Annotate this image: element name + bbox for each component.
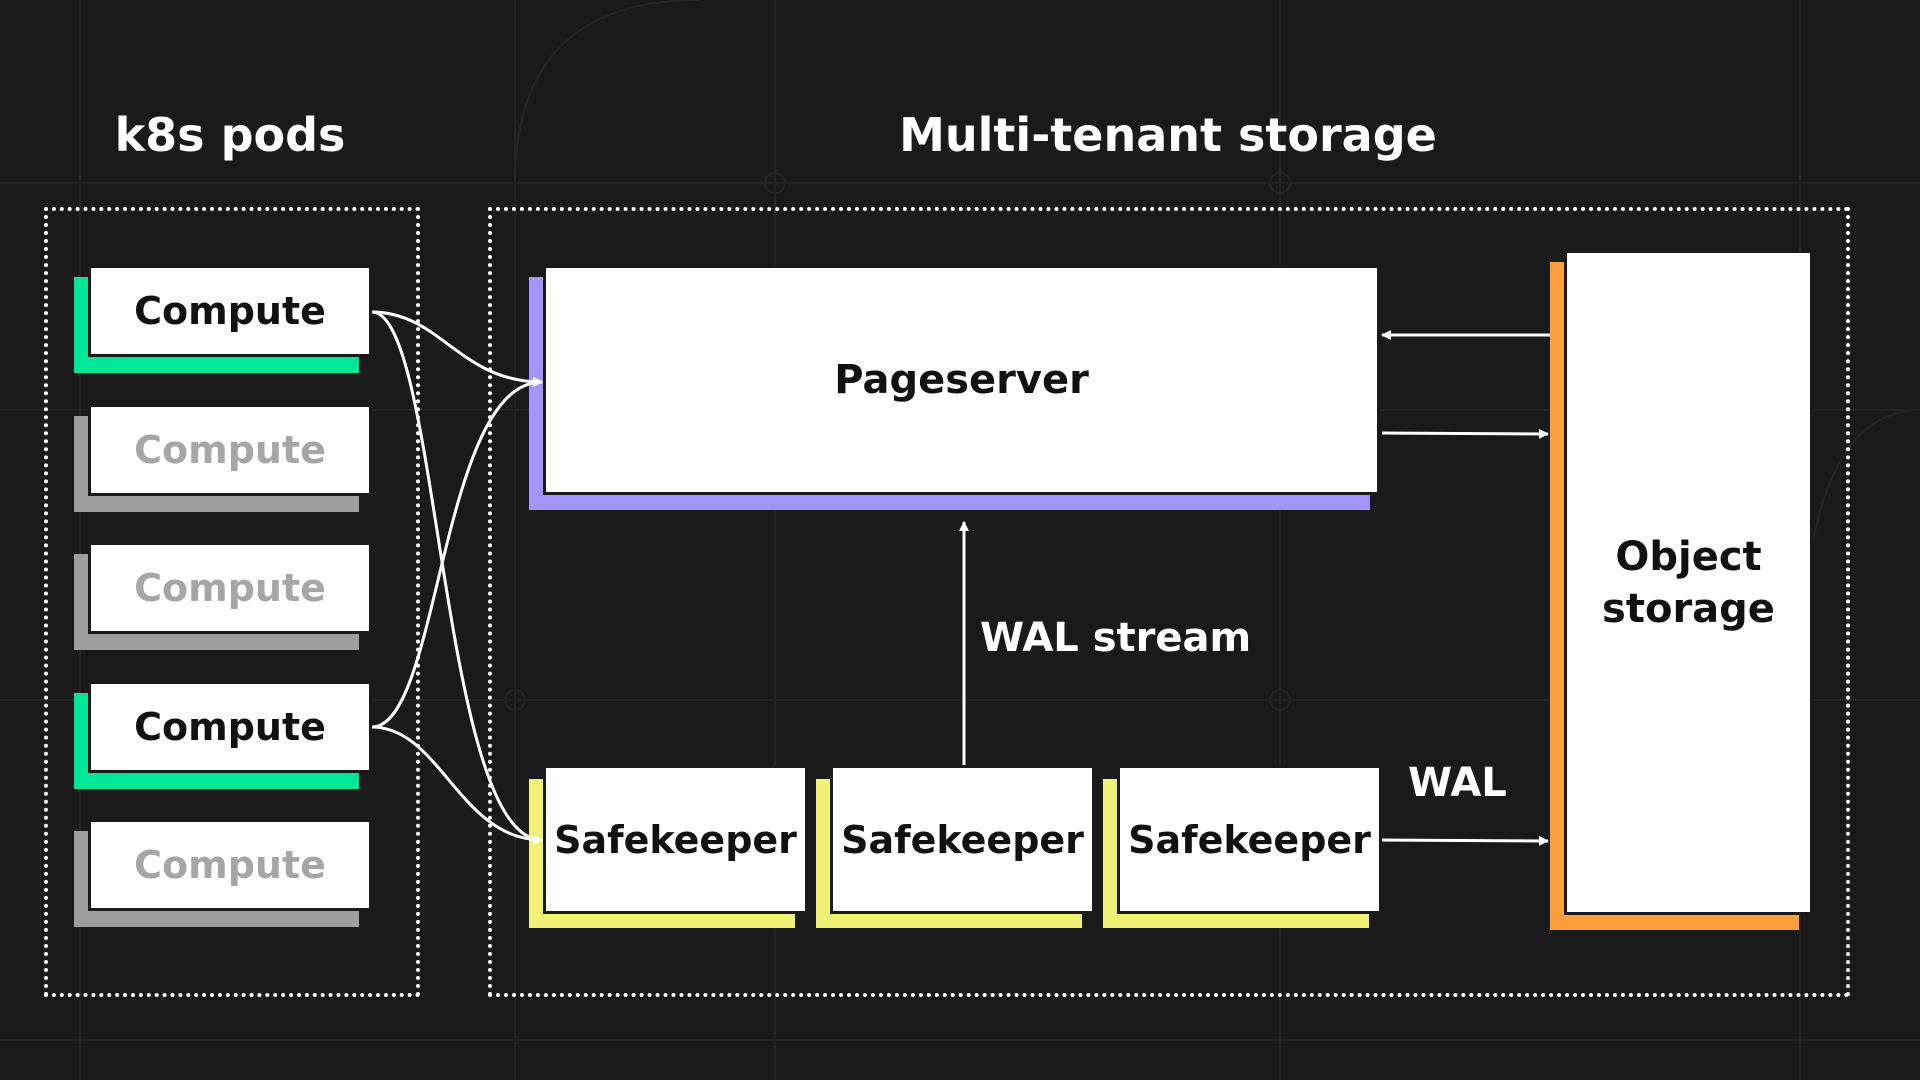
compute-label: Compute (134, 705, 326, 749)
safekeeper-node[interactable]: Safekeeper (529, 765, 808, 928)
compute-face: Compute (88, 265, 372, 357)
compute-label: Compute (134, 566, 326, 610)
pods-group-title: k8s pods (114, 108, 346, 162)
object-storage-label-line2: storage (1602, 585, 1775, 632)
wal-label: WAL (1408, 760, 1507, 806)
compute-node[interactable]: Compute (74, 681, 372, 791)
compute-label: Compute (134, 428, 326, 472)
safekeeper-label: Safekeeper (554, 817, 797, 862)
object-storage-label-line1: Object (1615, 533, 1762, 580)
compute-node[interactable]: Compute (74, 542, 372, 652)
compute-label: Compute (134, 289, 326, 333)
compute-face: Compute (88, 819, 372, 911)
object-storage-face: Object storage (1564, 250, 1813, 915)
compute-label: Compute (134, 843, 326, 887)
safekeeper-label: Safekeeper (841, 817, 1084, 862)
pageserver-node[interactable]: Pageserver (529, 265, 1380, 510)
storage-group-title: Multi-tenant storage (899, 108, 1437, 162)
safekeeper-label: Safekeeper (1128, 817, 1371, 862)
pageserver-label: Pageserver (834, 357, 1089, 403)
compute-face: Compute (88, 681, 372, 773)
safekeeper-face: Safekeeper (830, 765, 1095, 914)
compute-face: Compute (88, 542, 372, 634)
pageserver-face: Pageserver (543, 265, 1380, 495)
safekeeper-face: Safekeeper (1117, 765, 1382, 914)
object-storage-node[interactable]: Object storage (1550, 250, 1813, 930)
compute-face: Compute (88, 404, 372, 496)
safekeeper-face: Safekeeper (543, 765, 808, 914)
wal-stream-label: WAL stream (980, 615, 1252, 661)
compute-node[interactable]: Compute (74, 819, 372, 929)
compute-node[interactable]: Compute (74, 265, 372, 375)
safekeeper-node[interactable]: Safekeeper (1103, 765, 1382, 928)
safekeeper-node[interactable]: Safekeeper (816, 765, 1095, 928)
compute-node[interactable]: Compute (74, 404, 372, 514)
